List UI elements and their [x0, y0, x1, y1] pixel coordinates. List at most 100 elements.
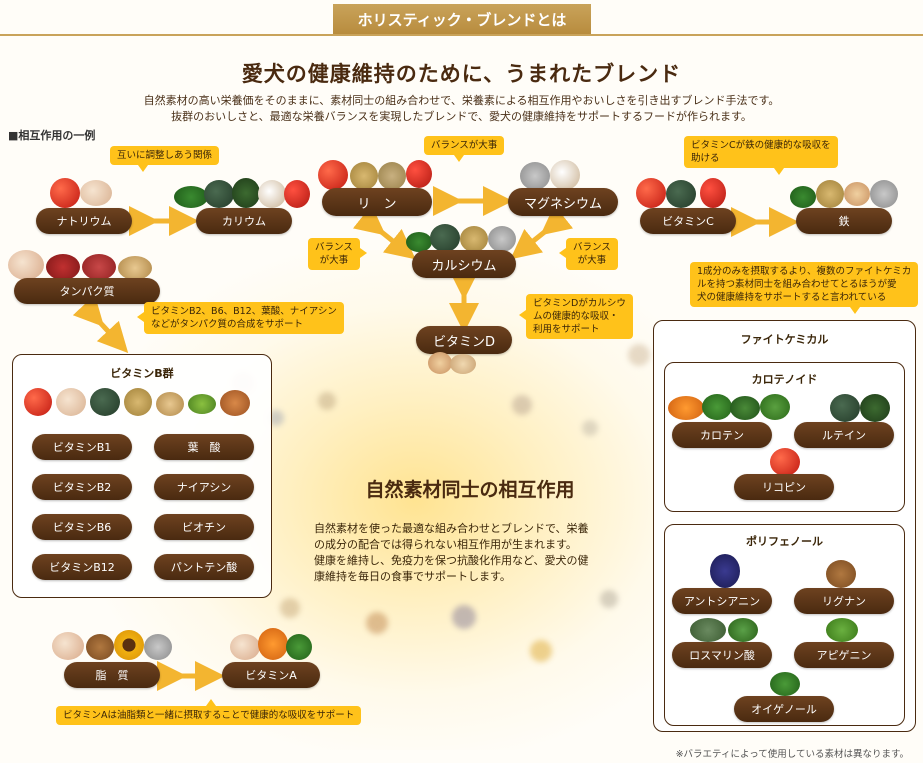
nutrient-phosphorus: リ ン — [322, 188, 432, 216]
nutrient-magnesium: マグネシウム — [508, 188, 618, 216]
center-body-line: 自然素材を使った最適な組み合わせとブレンドで、栄養 — [314, 522, 589, 535]
nutrient-fat: 脂 質 — [64, 662, 160, 688]
callout-vitamin-b-protein: ビタミンB2、B6、B12、葉酸、ナイアシン などがタンパク質の合成をサポート — [137, 302, 344, 334]
carotenoid-item: ルテイン — [794, 422, 894, 448]
vitamin-b-item: ビタミンB2 — [32, 474, 132, 500]
center-body-line: 康維持を毎日の食事でサポートします。 — [314, 570, 511, 583]
kale-icon — [860, 394, 890, 422]
vitamin-b-item: ナイアシン — [154, 474, 254, 500]
apple-icon — [406, 160, 432, 188]
polyphenol-item: オイゲノール — [734, 696, 834, 722]
seed-icon — [520, 162, 550, 190]
herb-icon — [728, 618, 758, 642]
pumpkin-icon — [430, 224, 460, 252]
callout-mutual: 互いに調整しあう関係 — [110, 146, 220, 172]
chicken-icon — [56, 388, 86, 416]
polyphenol-title: ポリフェノール — [746, 535, 823, 548]
pumpkin-icon — [830, 394, 860, 422]
grain-icon — [816, 180, 844, 208]
tomato-icon — [24, 388, 52, 416]
chicken-icon — [52, 632, 84, 660]
greens-icon — [760, 394, 790, 420]
chicken-icon — [230, 634, 260, 660]
vitamin-b-item: ビタミンB12 — [32, 554, 132, 580]
seed-icon — [488, 226, 516, 252]
polyphenol-item: アントシアニン — [672, 588, 772, 614]
vitamin-b-item: ビオチン — [154, 514, 254, 540]
nutrient-vitamin-d: ビタミンD — [416, 326, 512, 354]
section-label: ■相互作用の一例 — [8, 129, 96, 142]
carrot-icon — [668, 396, 704, 420]
callout-vitamin-d-calcium: ビタミンDがカルシウ ムの健康的な吸収・ 利用をサポート — [519, 294, 633, 339]
nutrient-iron: 鉄 — [796, 208, 892, 234]
grain-icon — [460, 226, 488, 252]
lentil-icon — [220, 390, 250, 416]
polyphenol-item: ロスマリン酸 — [672, 642, 772, 668]
parsley-icon — [826, 618, 858, 642]
seed-icon — [144, 634, 172, 660]
sunflower-icon — [114, 630, 144, 660]
arrow-phosphorus-calcium — [352, 204, 416, 260]
potato-icon — [156, 392, 184, 416]
greens-icon — [702, 394, 732, 420]
callout-balance-top: バランスが大事 — [424, 136, 505, 162]
header-banner: ホリスティック・ブレンドとは — [333, 4, 591, 34]
decor-dot — [280, 598, 300, 618]
nutrient-calcium: カルシウム — [412, 250, 516, 278]
grain-icon — [350, 162, 378, 190]
beef-icon — [46, 254, 80, 280]
callout-vitamin-c-iron: ビタミンCが鉄の健康的な吸収を 助ける — [684, 136, 838, 175]
flaxseed-icon — [86, 634, 114, 660]
greens-icon — [406, 232, 432, 252]
greens-icon — [286, 634, 312, 660]
decor-dot — [582, 420, 598, 436]
apple-icon — [284, 180, 310, 208]
callout-vitamin-a-fat: ビタミンAは油脂類と一緒に摂取することで健康的な吸収をサポート — [56, 699, 362, 725]
arrow-magnesium-calcium — [510, 204, 574, 260]
grain-icon — [124, 388, 152, 416]
greens-icon — [174, 186, 208, 208]
nutrient-vitamin-c: ビタミンC — [640, 208, 736, 234]
intro-line-2: 抜群のおいしさと、最適な栄養バランスを実現したブレンドで、愛犬の健康維持をサポー… — [171, 110, 752, 123]
apple-icon — [700, 178, 726, 208]
intro-line-1: 自然素材の高い栄養価をそのままに、素材同士の組み合わせで、栄養素による相互作用や… — [143, 94, 780, 107]
vitamin-b-item: ビタミンB1 — [32, 434, 132, 460]
egg-icon — [428, 352, 452, 374]
pumpkin-icon — [666, 180, 696, 208]
potato-icon — [118, 256, 152, 280]
center-body-line: 健康を維持し、免疫力を保つ抗酸化作用など、愛犬の健 — [314, 554, 589, 567]
nutrient-sodium: ナトリウム — [36, 208, 132, 234]
carotenoid-item: カロテン — [672, 422, 772, 448]
carotenoid-item: リコピン — [734, 474, 834, 500]
egg-icon — [844, 182, 870, 206]
decor-dot — [600, 590, 618, 608]
polyphenol-item: アピゲニン — [794, 642, 894, 668]
chicken-icon — [450, 354, 476, 374]
page-title: 愛犬の健康維持のために、うまれたブレンド — [241, 61, 682, 86]
decor-dot — [366, 612, 388, 634]
oat-icon — [378, 162, 406, 190]
nutrient-vitamin-a: ビタミンA — [222, 662, 320, 688]
seed-icon — [870, 180, 898, 208]
kale-icon — [232, 178, 260, 208]
footnote: ※バラエティによって使用している素材は異なります。 — [675, 749, 909, 760]
peas-icon — [188, 394, 216, 414]
coconut-icon — [258, 180, 286, 208]
kale-icon — [730, 396, 760, 420]
decor-dot — [318, 392, 336, 410]
nutrient-potassium: カリウム — [196, 208, 292, 234]
center-title: 自然素材同士の相互作用 — [365, 479, 575, 501]
tomato-icon — [50, 178, 80, 208]
pumpkin-icon — [204, 180, 234, 208]
decor-dot — [452, 605, 476, 629]
tomato-icon — [636, 178, 666, 208]
vitamin-b-item: 葉 酸 — [154, 434, 254, 460]
pumpkin-icon — [90, 388, 120, 416]
center-body-line: の成分の配合では得られない相互作用が生まれます。 — [314, 538, 577, 551]
header-rule — [0, 34, 923, 36]
tomato-icon — [318, 160, 348, 190]
blueberry-icon — [710, 554, 740, 588]
decor-dot — [512, 395, 532, 415]
arrow-protein-vitb — [72, 294, 129, 354]
